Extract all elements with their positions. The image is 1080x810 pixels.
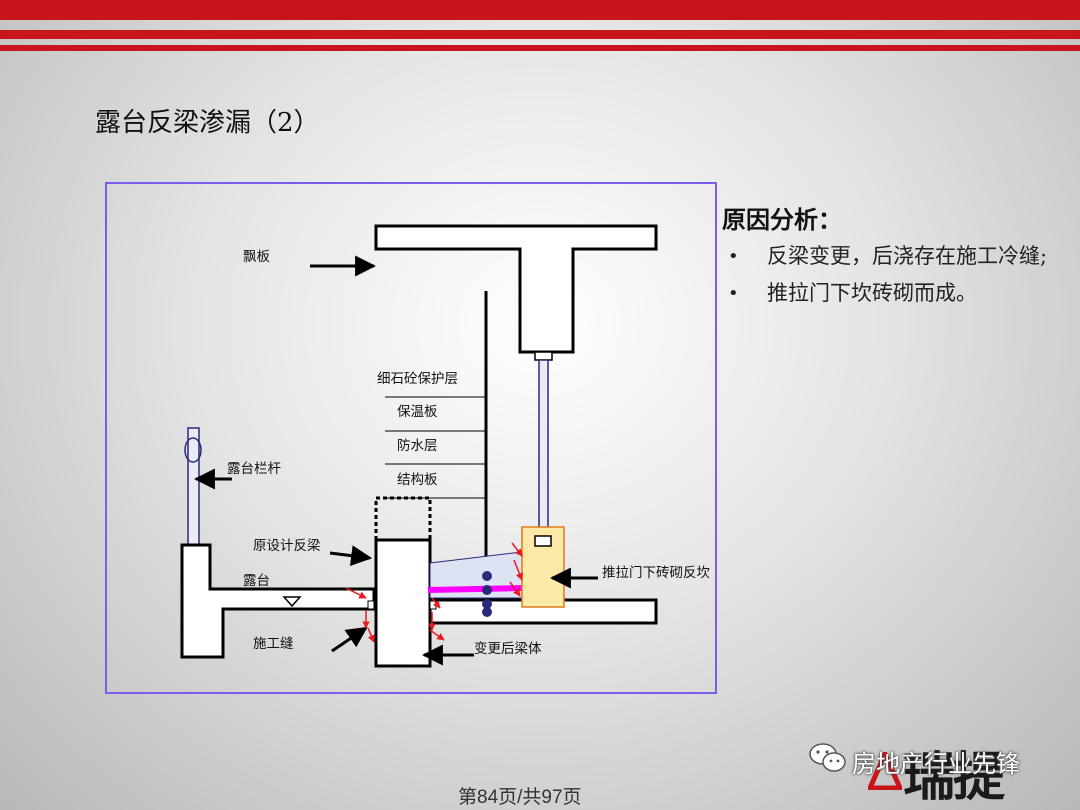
seepage-arrows	[345, 542, 523, 643]
wechat-icon	[809, 743, 846, 772]
analysis-item: •推拉门下坎砖砌而成。	[722, 277, 1052, 310]
bullet-icon: •	[728, 283, 739, 304]
label-brick-curb: 推拉门下砖砌反坎	[602, 565, 710, 581]
railing-handrail	[184, 437, 202, 463]
arrow-original-beam	[329, 545, 373, 567]
label-waterproof: 防水层	[397, 438, 438, 454]
sliding-door-frame	[538, 359, 549, 533]
bullet-icon: •	[728, 246, 739, 267]
label-changed-beam: 变更后梁体	[474, 641, 542, 657]
label-insulation: 保温板	[397, 404, 438, 420]
label-protect-layer: 细石砼保护层	[377, 371, 458, 387]
brand-logo: 瑞提	[903, 748, 1005, 808]
diagram-frame	[105, 182, 717, 694]
label-terrace: 露台	[243, 573, 270, 589]
changed-beam	[374, 538, 432, 668]
label-piaoban: 飘板	[243, 249, 270, 265]
slide-title: 露台反梁渗漏（2）	[95, 108, 320, 138]
analysis-list: •反梁变更，后浇存在施工冷缝; •推拉门下坎砖砌而成。	[722, 240, 1052, 314]
label-construction-joint: 施工缝	[253, 636, 294, 652]
top-red-band	[0, 0, 1080, 56]
analysis-item: •反梁变更，后浇存在施工冷缝;	[722, 240, 1052, 273]
waterproof-membrane	[427, 585, 526, 593]
analysis-heading: 原因分析：	[722, 206, 842, 234]
original-beam-outline	[374, 496, 432, 540]
railing-post	[187, 427, 200, 563]
page-counter: 第84页/共97页	[458, 787, 582, 808]
label-railing: 露台栏杆	[227, 461, 281, 477]
arrow-joint	[331, 626, 368, 653]
label-original-beam: 原设计反梁	[253, 538, 321, 554]
label-structure: 结构板	[397, 472, 438, 488]
logo-triangle-icon	[868, 752, 902, 790]
door-head-detail	[534, 351, 553, 361]
watermark-text: 房地产行业先锋	[852, 750, 1020, 778]
floating-slab	[374, 224, 658, 354]
